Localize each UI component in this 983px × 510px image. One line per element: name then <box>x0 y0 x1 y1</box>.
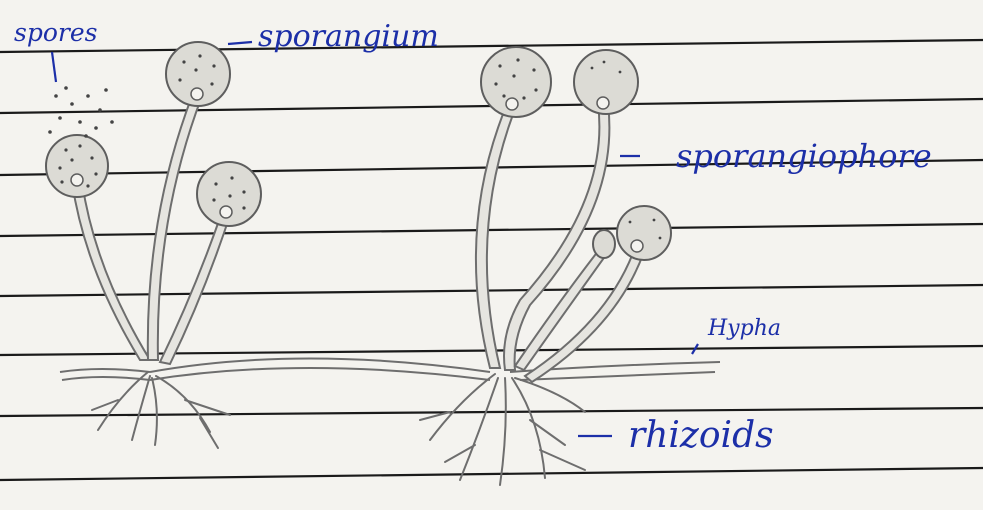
ruled-line <box>0 40 983 52</box>
sporangium <box>617 206 671 260</box>
columella <box>191 88 203 100</box>
label-hypha: Hypha <box>708 318 781 340</box>
ruled-line <box>0 285 983 296</box>
stolon-arc <box>150 368 490 380</box>
rhizoid <box>515 378 585 412</box>
rhizoid <box>156 376 210 432</box>
sporangiophore-stalk <box>525 245 646 382</box>
ruled-line <box>0 224 983 236</box>
rhizoid <box>152 378 157 445</box>
spore-dots <box>48 54 661 239</box>
hypha-left <box>60 369 150 372</box>
sporangiophores <box>72 96 646 382</box>
spores-pointer <box>52 52 56 82</box>
columella <box>71 174 83 186</box>
ruled-line <box>0 468 983 480</box>
rhizoid <box>540 450 585 470</box>
columella <box>597 97 609 109</box>
label-rhizoids: rhizoids <box>628 418 774 454</box>
sporangium <box>593 230 615 258</box>
rhizoid <box>200 418 218 448</box>
ruled-line <box>0 408 983 416</box>
rhizoid <box>430 374 495 440</box>
sporangiophore-stalk <box>72 182 150 360</box>
rhizoid <box>460 378 498 480</box>
columella <box>506 98 518 110</box>
rhizoid <box>98 372 148 430</box>
label-spores: spores <box>14 20 97 45</box>
rhizoid <box>500 378 506 485</box>
columella <box>220 206 232 218</box>
hypha-left <box>62 377 150 380</box>
label-sporangium: sporangium <box>258 22 439 52</box>
label-sporangiophore: sporangiophore <box>676 140 932 172</box>
hypha-right <box>520 372 715 380</box>
rhizoid <box>185 400 230 415</box>
stolon-arc <box>150 359 490 373</box>
columella <box>631 240 643 252</box>
sporangium-pointer <box>228 42 252 44</box>
sporangiophore-stalk <box>148 96 202 360</box>
rhizoids <box>92 372 585 485</box>
rhizoid <box>132 376 150 440</box>
rhizoid <box>530 420 565 445</box>
sporangium <box>46 135 108 197</box>
